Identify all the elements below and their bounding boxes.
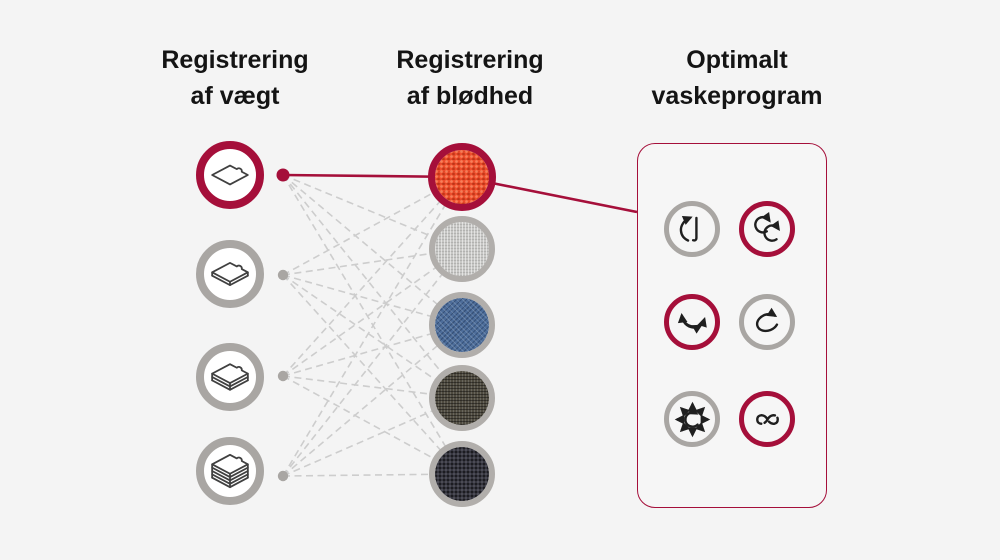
fabric-stack-icon [211, 261, 249, 287]
weight-heaviest-five-layers-circle [196, 437, 264, 505]
program-title-line1: Optimalt [686, 46, 788, 74]
fabric-navy-knit-circle [429, 441, 495, 507]
fabric-blue-denim-circle [429, 292, 495, 358]
fabric-orange-knit-circle [428, 143, 496, 211]
scrub-glyph [674, 401, 710, 437]
weight-heavy-three-layers-circle [196, 343, 264, 411]
tumble-glyph [679, 215, 698, 242]
weight-title-line1: Registrering [161, 46, 309, 74]
swing-glyph [677, 312, 707, 334]
fabric-stack-icon [211, 164, 249, 186]
fabric-light-linen-circle [429, 216, 495, 282]
connection-line [282, 176, 463, 377]
selector-dot [277, 370, 289, 382]
connection-line [282, 174, 463, 399]
connection-line [282, 176, 463, 477]
connection-line [282, 248, 463, 377]
softness-title-line2: af blødhed [406, 82, 534, 110]
weight-column-title: Registrering af vægt [161, 42, 308, 114]
program-title-line2: vaskeprogram [651, 82, 823, 110]
fabric-stack-icon [211, 363, 249, 391]
rolling-glyph [753, 211, 780, 242]
softness-column-title: Registrering af blødhed [396, 42, 543, 114]
connection-line [282, 473, 463, 477]
connection-line [282, 324, 463, 477]
infinity-glyph [755, 413, 779, 425]
swing-motion-icon [664, 294, 720, 350]
program-column-title: Optimalt vaskeprogram [652, 42, 823, 114]
tumble-motion-icon [664, 201, 720, 257]
softness-title-line1: Registrering [396, 46, 544, 74]
connection-line [282, 248, 463, 477]
connection-line [282, 174, 463, 475]
selector-dot [277, 470, 289, 482]
fabric-stack-icon [211, 453, 249, 489]
selector-dot [276, 168, 290, 182]
weight-light-single-sheet-circle [196, 141, 264, 209]
stepping-motion-icon [739, 294, 795, 350]
filtration-motion-icon [739, 391, 795, 447]
fabric-dark-burlap-circle [429, 365, 495, 431]
rolling-motion-icon [739, 201, 795, 257]
selector-dot [277, 269, 289, 281]
scrubbing-motion-icon [664, 391, 720, 447]
connection-line [282, 274, 463, 399]
connection-line [282, 174, 463, 326]
connection-line [282, 274, 463, 475]
weight-medium-two-layers-circle [196, 240, 264, 308]
stepping-glyph [755, 307, 778, 332]
weight-title-line2: af vægt [190, 82, 280, 110]
